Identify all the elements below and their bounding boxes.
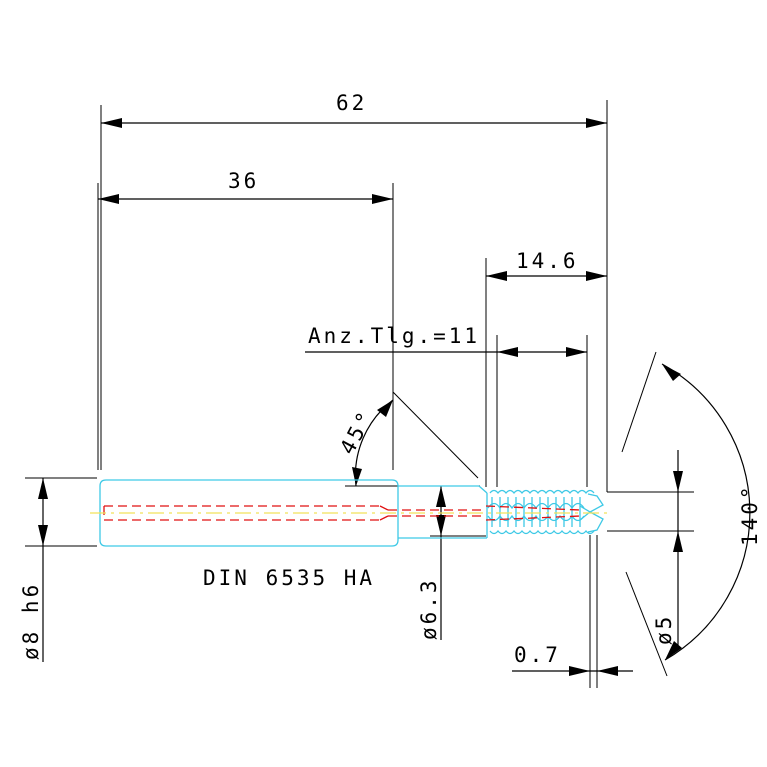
dimension-shank-length: 36 bbox=[98, 169, 393, 204]
offset-label-0-7: 0.7 bbox=[514, 643, 561, 667]
hidden-lines bbox=[103, 505, 581, 521]
teeth-count-annotation: Anz.Tlg.=11 bbox=[305, 324, 587, 357]
thread-teeth bbox=[487, 489, 595, 535]
dimension-neck-diameter: ø6.3 bbox=[417, 486, 446, 640]
dimension-label-14-6: 14.6 bbox=[516, 249, 579, 273]
standard-label: DIN 6535 HA bbox=[203, 566, 375, 590]
angle-label-45: 45° bbox=[335, 406, 378, 459]
dimension-thread-length: 14.6 bbox=[486, 249, 607, 281]
angle-label-140: 140° bbox=[738, 483, 762, 546]
dimension-shank-diameter: ø8 h6 bbox=[19, 478, 48, 662]
extension-lines bbox=[25, 100, 694, 688]
teeth-count-label: Anz.Tlg.=11 bbox=[308, 324, 480, 348]
dimension-chamfer-angle: 45° bbox=[335, 399, 394, 487]
dimension-tip-diameter: ø5 bbox=[652, 450, 683, 645]
dimension-label-62: 62 bbox=[336, 91, 367, 115]
dimension-label-36: 36 bbox=[228, 169, 259, 193]
dimension-overall-length: 62 bbox=[101, 91, 607, 128]
diameter-label-6-3: ø6.3 bbox=[417, 577, 441, 640]
diameter-label-5: ø5 bbox=[652, 614, 676, 645]
dimension-tip-offset: 0.7 bbox=[512, 643, 633, 676]
tool-outline bbox=[99, 479, 604, 547]
diameter-label-8h6: ø8 h6 bbox=[19, 582, 43, 660]
dimension-point-angle: 140° bbox=[661, 363, 762, 661]
